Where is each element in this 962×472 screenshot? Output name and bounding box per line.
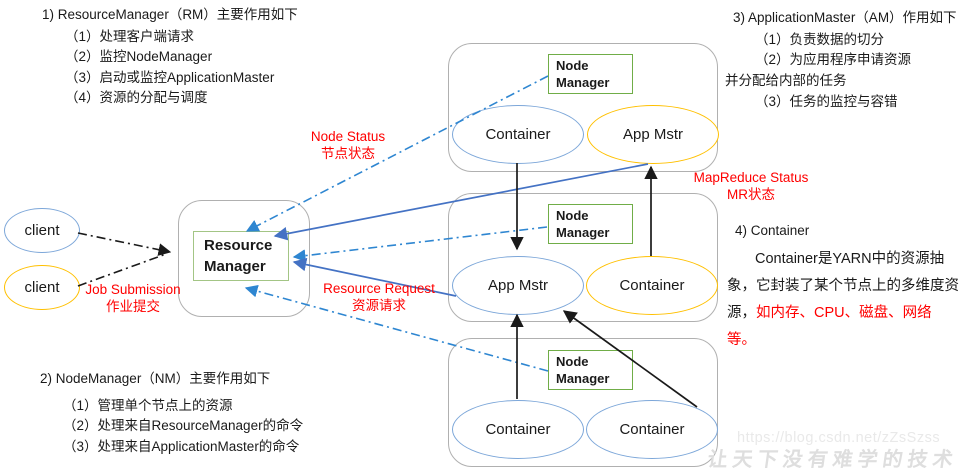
container-ellipse: Container bbox=[452, 105, 584, 164]
label-node-status: Node Status 节点状态 bbox=[300, 129, 396, 162]
container-ellipse: Container bbox=[586, 400, 718, 459]
app-master-ellipse: App Mstr bbox=[452, 256, 584, 315]
label-en: Node Status bbox=[310, 129, 386, 144]
note-item: （3）任务的监控与容错 bbox=[755, 93, 898, 109]
note-nodemanager: 2) NodeManager（NM）主要作用如下 （1）管理单个节点上的资源 （… bbox=[40, 369, 303, 457]
node-manager-box: Node Manager bbox=[548, 350, 633, 390]
node-manager-box: Node Manager bbox=[548, 204, 633, 244]
note-item: （1）管理单个节点上的资源 bbox=[63, 397, 233, 413]
note-item: （4）资源的分配与调度 bbox=[65, 90, 208, 105]
note-item: （3）启动或监控ApplicationMaster bbox=[65, 69, 275, 85]
container-label: Container bbox=[619, 421, 685, 438]
node-manager-box: Node Manager bbox=[548, 54, 633, 94]
label-en: MapReduce Status bbox=[693, 170, 809, 185]
watermark-slogan: 让天下没有难学的技术 bbox=[706, 449, 960, 471]
note-title: 1) ResourceManager（RM）主要作用如下 bbox=[42, 7, 298, 22]
container-ellipse: Container bbox=[586, 256, 718, 315]
resource-manager-label: Resource Manager bbox=[204, 237, 273, 275]
label-mapreduce-status: MapReduce Status MR状态 bbox=[686, 170, 816, 203]
note-item-continuation: 并分配给内部的任务 bbox=[725, 73, 847, 89]
note-container: 4) Container Container是YARN中的资源抽象，它封装了某个… bbox=[727, 221, 960, 354]
label-en: Resource Request bbox=[323, 281, 435, 296]
note-item: （2）处理来自ResourceManager的命令 bbox=[63, 418, 304, 433]
container-label: Container bbox=[619, 277, 685, 294]
node-manager-label: Node Manager bbox=[556, 354, 610, 386]
node-manager-label: Node Manager bbox=[556, 208, 610, 240]
note-title: 2) NodeManager（NM）主要作用如下 bbox=[40, 371, 271, 386]
note-paragraph: Container是YARN中的资源抽象，它封装了某个节点上的多维度资源，如内存… bbox=[727, 246, 960, 354]
client-node: client bbox=[4, 208, 80, 253]
note-item: （2）监控NodeManager bbox=[65, 49, 213, 64]
note-body-black: Container是YARN中的资源抽象，它封装了某个节点上的多维度资源， bbox=[727, 250, 959, 321]
resource-manager-box: Resource Manager bbox=[193, 231, 289, 281]
client-node: client bbox=[4, 265, 80, 310]
note-resourcemanager: 1) ResourceManager（RM）主要作用如下 （1）处理客户端请求 … bbox=[42, 5, 298, 109]
note-title: 4) Container bbox=[735, 223, 810, 238]
app-master-ellipse: App Mstr bbox=[587, 105, 719, 164]
label-zh: 作业提交 bbox=[106, 298, 160, 314]
label-zh: 资源请求 bbox=[352, 297, 406, 313]
label-zh: 节点状态 bbox=[321, 145, 375, 161]
client-label: client bbox=[24, 222, 60, 239]
arrow-job-submission-client1 bbox=[77, 232, 172, 256]
note-item: （1）负责数据的切分 bbox=[755, 31, 885, 47]
note-applicationmaster: 3) ApplicationMaster（AM）作用如下 （1）负责数据的切分 … bbox=[725, 8, 957, 113]
note-item: （1）处理客户端请求 bbox=[65, 28, 195, 44]
client-label: client bbox=[24, 279, 60, 296]
app-master-label: App Mstr bbox=[487, 277, 548, 294]
label-job-submission: Job Submission 作业提交 bbox=[76, 282, 190, 315]
container-ellipse: Container bbox=[452, 400, 584, 459]
node-manager-label: Node Manager bbox=[556, 58, 610, 90]
note-body-red: 如内存、CPU、磁盘、网络等。 bbox=[727, 304, 932, 348]
label-en: Job Submission bbox=[85, 282, 181, 297]
app-master-label: App Mstr bbox=[622, 126, 683, 143]
note-title: 3) ApplicationMaster（AM）作用如下 bbox=[733, 10, 957, 25]
label-resource-request: Resource Request 资源请求 bbox=[320, 281, 438, 314]
label-zh: MR状态 bbox=[727, 186, 775, 202]
container-label: Container bbox=[485, 421, 551, 438]
note-item: （2）为应用程序申请资源 bbox=[755, 52, 912, 68]
note-item: （3）处理来自ApplicationMaster的命令 bbox=[63, 438, 300, 454]
watermark-url: https://blog.csdn.net/zZsSzss bbox=[737, 430, 941, 446]
container-label: Container bbox=[485, 126, 551, 143]
